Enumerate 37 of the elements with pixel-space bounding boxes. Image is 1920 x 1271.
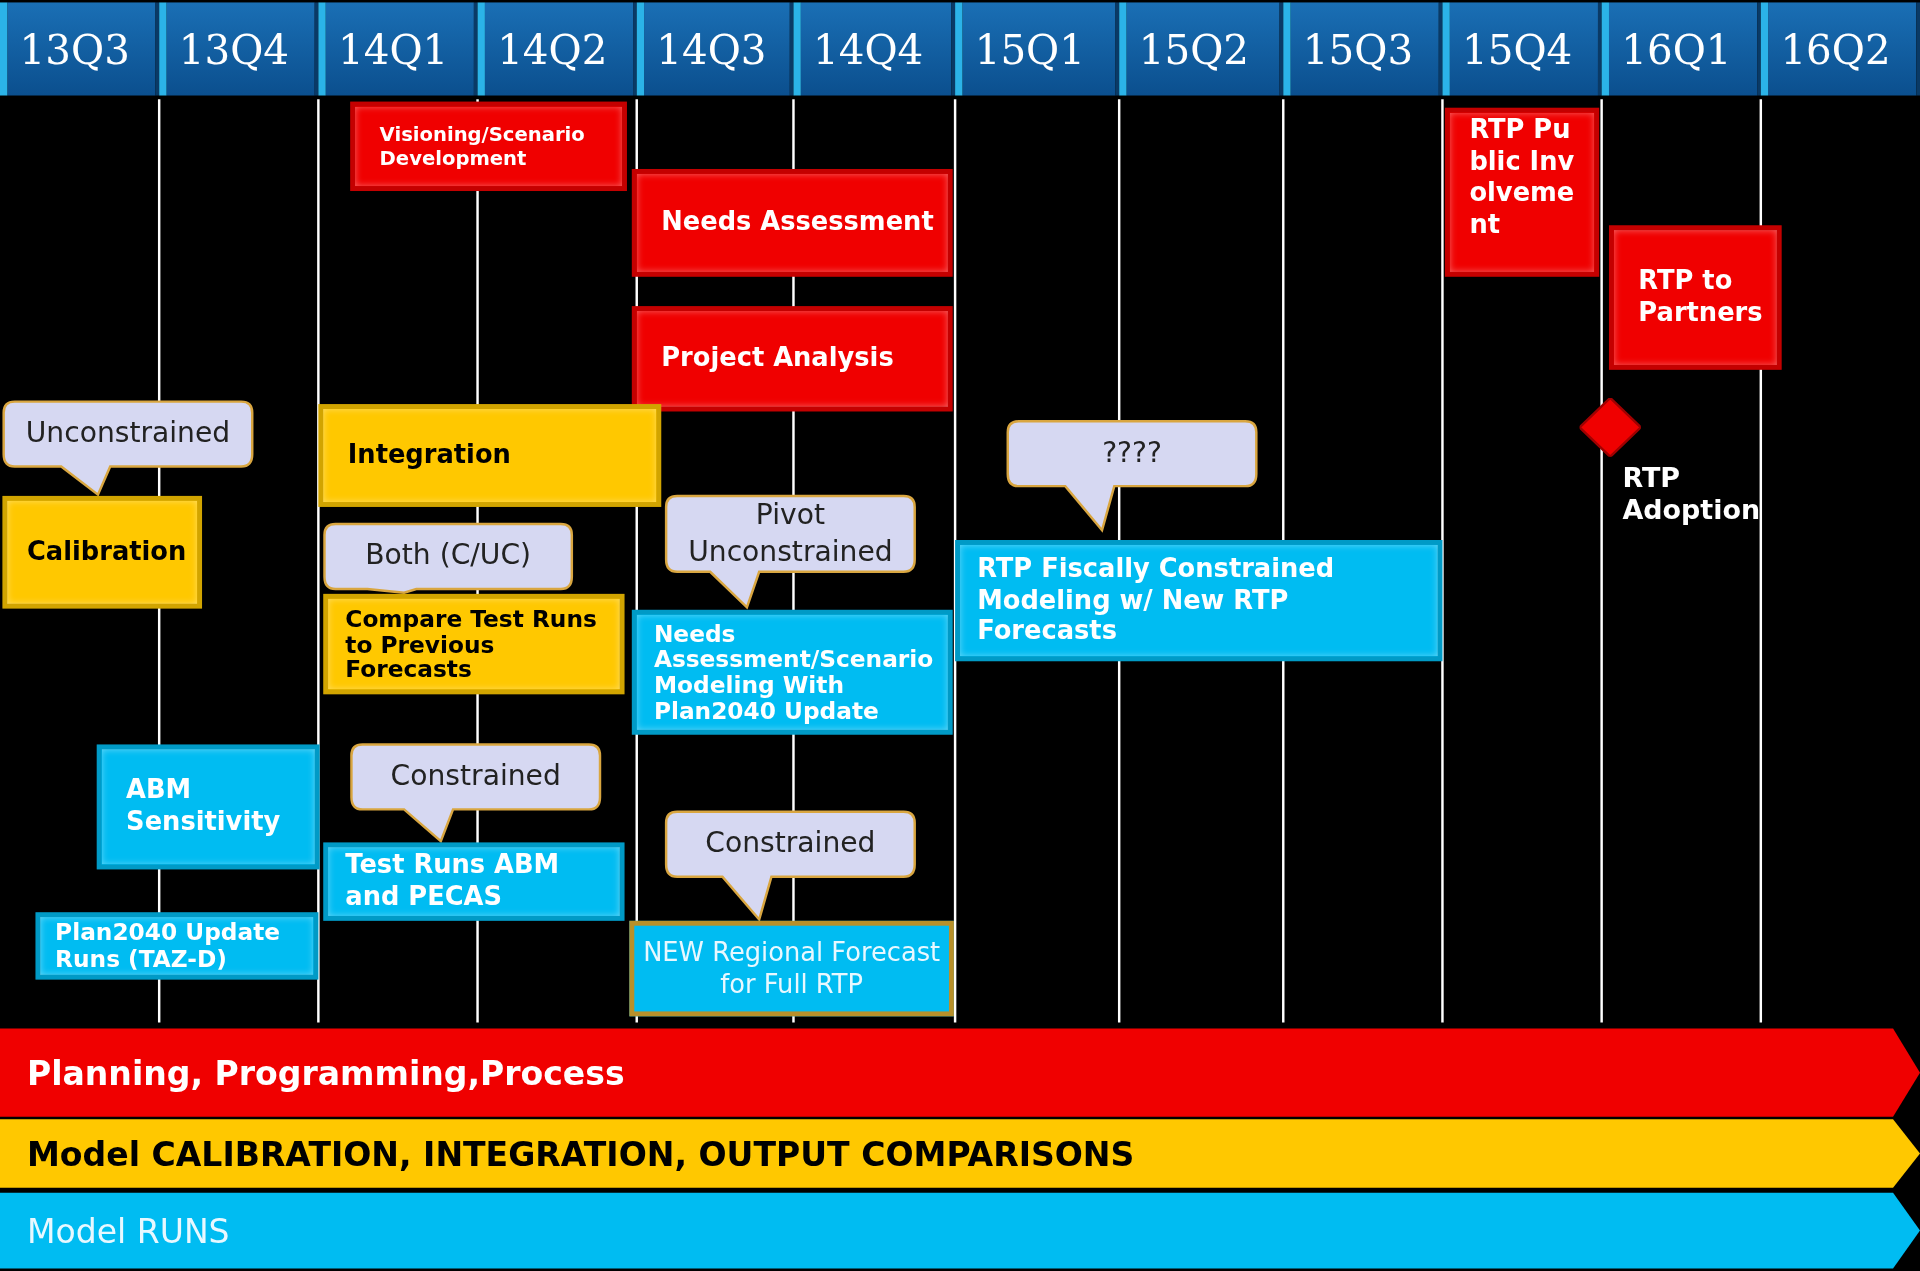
quarter-header: 14Q3 [636, 2, 794, 96]
task-box: Needs Assessment [631, 169, 953, 277]
milestone-label: RTP Adoption [1622, 462, 1762, 528]
quarter-header: 13Q4 [159, 2, 319, 96]
task-box: NEW Regional Forecast for Full RTP [629, 920, 954, 1017]
task-box: Test Runs ABM and PECAS [323, 842, 625, 921]
task-box: Needs Assessment/Scenario Modeling With Plan2040 Update [631, 609, 953, 735]
quarter-header: 15Q4 [1442, 2, 1602, 96]
quarter-header: 16Q2 [1760, 2, 1920, 96]
task-box: ABM Sensitivity [96, 744, 320, 870]
track-band: Model RUNS [0, 1192, 1920, 1269]
task-box: RTP Public Involvement [1444, 107, 1600, 277]
callout-bubble: Both (C/UC) [323, 522, 574, 593]
callout-bubble: Unconstrained [2, 400, 254, 495]
quarter-header: 14Q1 [318, 2, 478, 96]
task-box: RTP Fiscally Constrained Modeling w/ New RTP Forecasts [955, 540, 1443, 662]
task-box: Calibration [2, 495, 203, 609]
quarter-header: 14Q2 [477, 2, 637, 96]
milestone-diamond [1579, 397, 1641, 457]
callout-bubble: ???? [1006, 420, 1258, 531]
quarter-header: 15Q3 [1283, 2, 1443, 96]
task-box: Compare Test Runs to Previous Forecasts [323, 593, 625, 695]
quarter-header: 13Q3 [0, 2, 160, 96]
quarter-header: 16Q1 [1601, 2, 1761, 96]
task-box: Project Analysis [631, 306, 953, 412]
task-box: Visioning/Scenario Development [350, 101, 627, 191]
quarter-header: 15Q1 [955, 2, 1120, 96]
task-box: Plan2040 Update Runs (TAZ-D) [35, 912, 319, 980]
callout-bubble: Constrained [664, 810, 916, 920]
quarter-header: 14Q4 [793, 2, 956, 96]
task-box: Integration [318, 404, 662, 507]
track-band: Planning, Programming,Process [0, 1028, 1920, 1117]
quarter-header: 15Q2 [1119, 2, 1284, 96]
callout-bubble: Pivot Unconstrained [664, 494, 916, 608]
track-band: Model CALIBRATION, INTEGRATION, OUTPUT COMPARISONS [0, 1119, 1920, 1188]
callout-bubble: Constrained [350, 743, 602, 842]
task-box: RTP to Partners [1609, 225, 1782, 370]
